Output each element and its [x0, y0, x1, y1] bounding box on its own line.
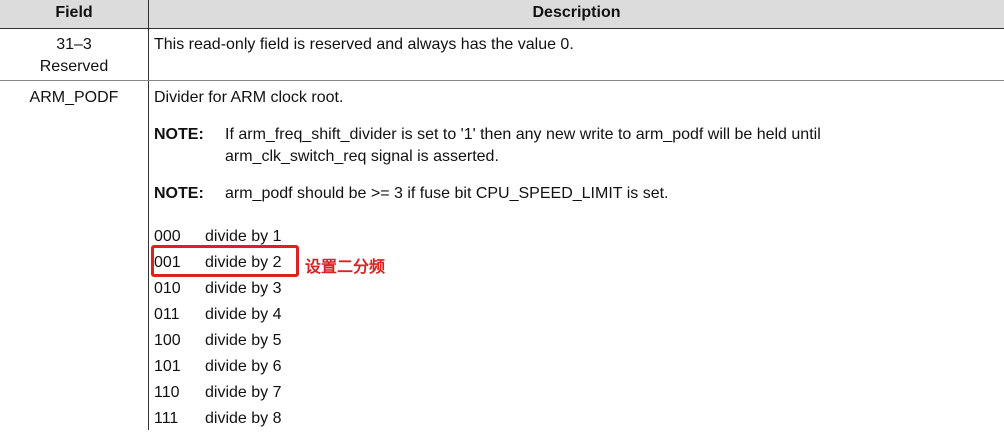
header-description: Description [532, 4, 621, 21]
value-code: 011 [154, 306, 180, 323]
field-cell-arm-podf: ARM_PODF [0, 87, 148, 109]
row-divider [0, 80, 1004, 81]
header-field: Field [55, 4, 93, 21]
value-meaning: divide by 6 [205, 358, 282, 375]
list-item: 010 divide by 3 [154, 276, 282, 302]
value-code: 001 [154, 254, 181, 271]
list-item: 000 divide by 1 [154, 224, 282, 250]
list-item: 001 divide by 2 [154, 250, 282, 276]
table-header: Field Description [0, 0, 1004, 29]
value-meaning: divide by 1 [205, 228, 282, 245]
list-item: 100 divide by 5 [154, 328, 282, 354]
note-text-2-line-1: arm_podf should be >= 3 if fuse bit CPU_… [225, 185, 669, 202]
value-code: 110 [154, 384, 180, 401]
value-meaning: divide by 5 [205, 332, 282, 349]
field-bits: 31–3 [56, 36, 92, 53]
value-meaning: divide by 4 [205, 306, 282, 323]
divider-value-list: 000 divide by 1 001 divide by 2 010 divide … [154, 224, 282, 432]
annotation-label: 设置二分频 [305, 257, 386, 276]
list-item: 101 divide by 6 [154, 354, 282, 380]
note-text-1-line-2: arm_clk_switch_req signal is asserted. [225, 148, 499, 165]
value-code: 100 [154, 332, 181, 349]
description-arm-podf: Divider for ARM clock root. [154, 89, 344, 106]
list-item: 110 divide by 7 [154, 380, 282, 406]
list-item: 011 divide by 4 [154, 302, 282, 328]
description-reserved: This read-only field is reserved and alw… [154, 36, 574, 53]
value-code: 111 [154, 410, 179, 427]
value-meaning: divide by 7 [205, 384, 282, 401]
note-text-1-line-1: If arm_freq_shift_divider is set to '1' … [225, 126, 821, 143]
column-divider [148, 0, 149, 430]
highlight-box [151, 245, 299, 277]
value-meaning: divide by 2 [205, 254, 282, 271]
value-code: 000 [154, 228, 181, 245]
field-name: Reserved [39, 58, 109, 75]
note-label-2: NOTE: [154, 185, 204, 202]
field-name: ARM_PODF [29, 89, 119, 106]
list-item: 111 divide by 8 [154, 406, 282, 432]
note-label-1: NOTE: [154, 126, 204, 143]
value-meaning: divide by 3 [205, 280, 282, 297]
value-code: 010 [154, 280, 181, 297]
value-meaning: divide by 8 [205, 410, 282, 427]
value-code: 101 [154, 358, 181, 375]
field-cell-reserved: 31–3 Reserved [0, 34, 148, 78]
